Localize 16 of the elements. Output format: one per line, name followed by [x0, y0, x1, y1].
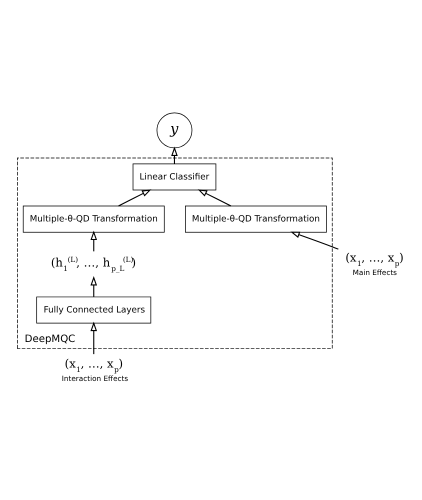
arrow	[198, 189, 232, 206]
node-box: Multiple-θ-QD Transformation	[185, 206, 327, 233]
node-text: (x$_{1}$, …, x$_{p}$)	[64, 356, 124, 374]
arrow	[118, 189, 152, 206]
node-text: (x$_{1}$, …, x$_{p}$)	[345, 250, 404, 268]
arrow	[290, 232, 339, 250]
node-text: (h$_{1}$$^{(L)}$, …, h$_{p_L}$$^{(L)}$)	[50, 255, 136, 274]
node-box: Multiple-θ-QD Transformation	[22, 206, 165, 233]
node-box: Linear Classifier	[132, 164, 216, 190]
arrow	[90, 230, 98, 252]
arrow	[90, 322, 98, 354]
node-circle: y	[156, 112, 192, 148]
node-label: Interaction Effects	[62, 374, 128, 383]
node-label: Main Effects	[352, 268, 397, 277]
node-box: Fully Connected Layers	[36, 296, 152, 324]
arrow	[90, 276, 98, 297]
